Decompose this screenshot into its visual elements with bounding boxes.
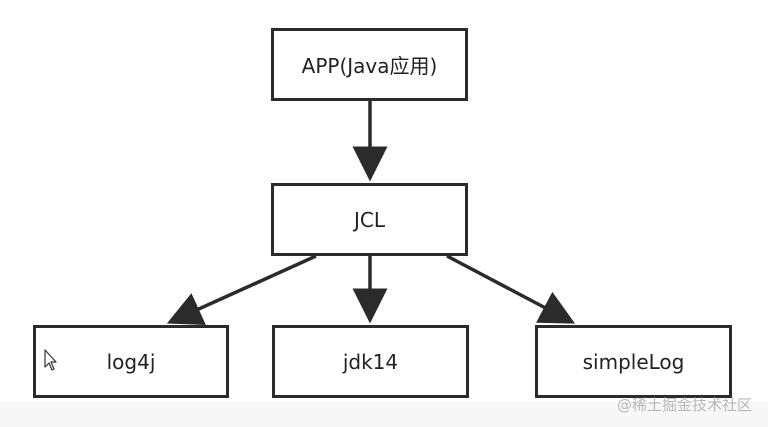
- node-simplelog: simpleLog: [535, 325, 732, 398]
- node-simplelog-label: simpleLog: [582, 349, 685, 374]
- node-app-label: APP(Java应用): [301, 54, 438, 78]
- watermark-text: @稀土掘金技术社区: [616, 396, 752, 414]
- node-jcl-label: JCL: [353, 207, 385, 232]
- mouse-pointer-icon: [44, 349, 57, 371]
- node-log4j: log4j: [33, 325, 229, 398]
- footer-band: [0, 402, 768, 427]
- edge-jcl-to-simplelog: [446, 254, 576, 324]
- node-jdk14: jdk14: [272, 325, 469, 398]
- edge-jcl-to-log4j: [166, 254, 317, 325]
- node-jcl: JCL: [271, 183, 468, 256]
- node-log4j-label: log4j: [106, 349, 156, 374]
- node-app-java: APP(Java应用): [271, 28, 468, 101]
- node-jdk14-label: jdk14: [342, 349, 399, 374]
